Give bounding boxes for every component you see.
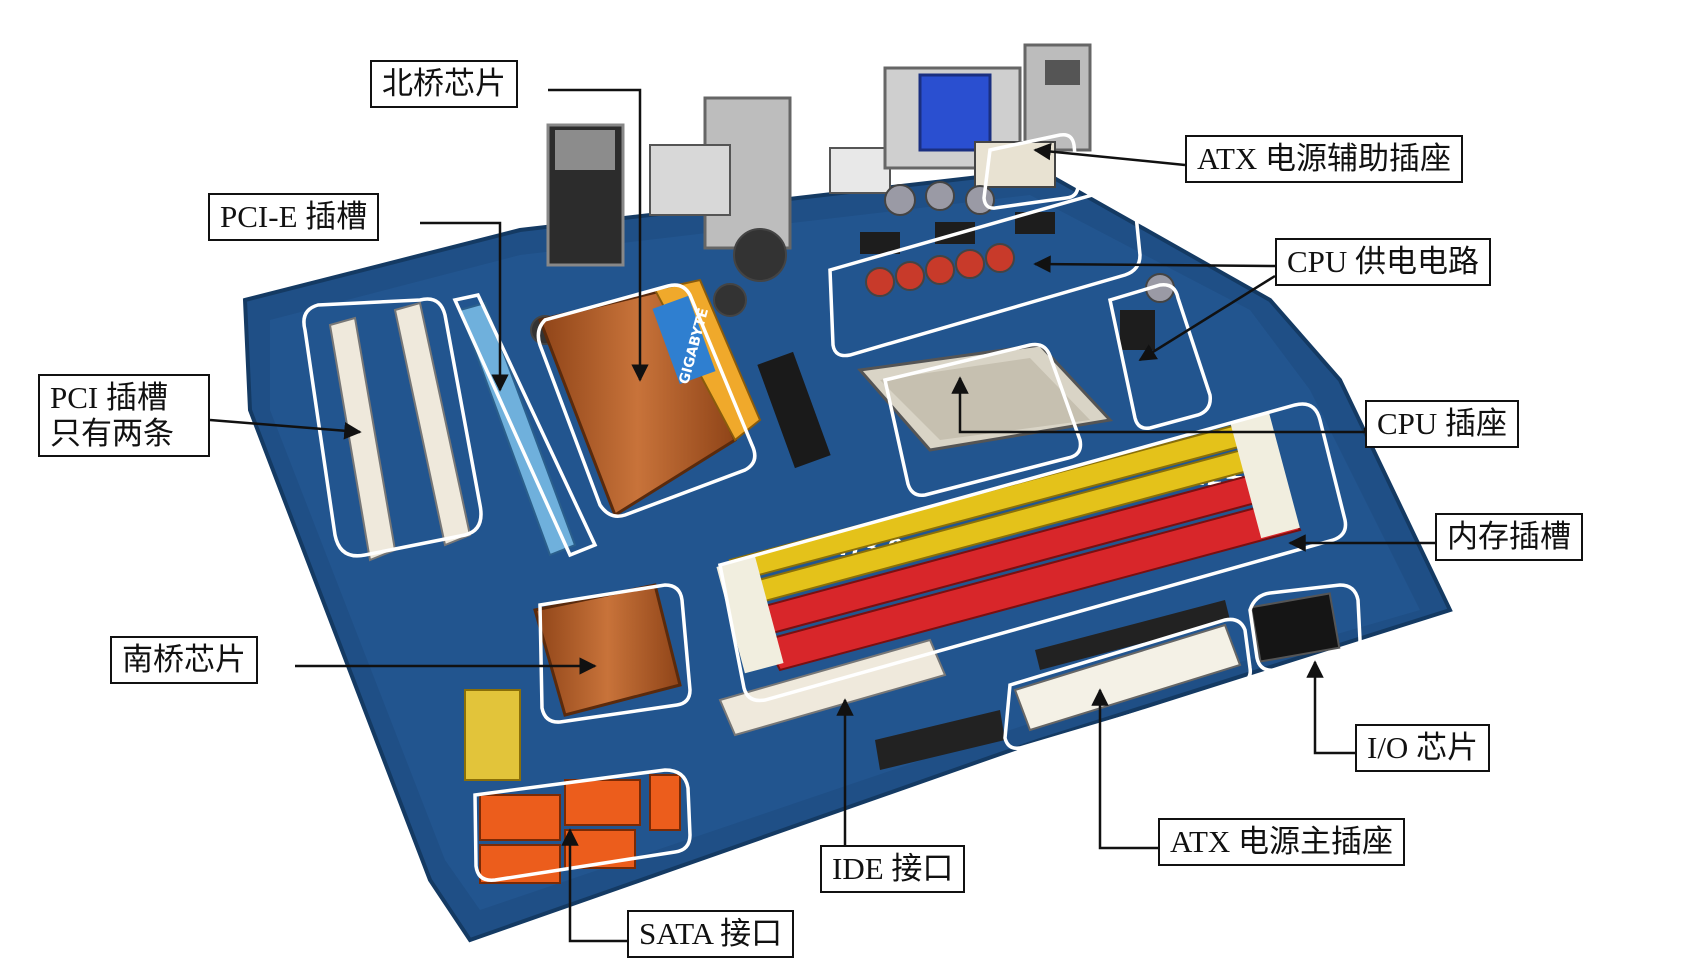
memory-slot-illustration xyxy=(716,411,1302,674)
label-pci-slot: PCI 插槽 只有两条 xyxy=(38,374,210,458)
label-southbridge: 南桥芯片 xyxy=(110,636,258,684)
highlight-outlines xyxy=(302,132,1362,882)
label-sata-interface: SATA 接口 xyxy=(627,910,795,958)
label-cpu-power-circuit: CPU 供电电路 xyxy=(1275,238,1492,286)
label-ide-interface: IDE 接口 xyxy=(820,845,966,893)
label-io-chip: I/O 芯片 xyxy=(1355,724,1491,772)
label-pcie-slot: PCI-E 插槽 xyxy=(208,193,380,241)
label-atx-main-power: ATX 电源主插座 xyxy=(1158,818,1406,866)
atx-main-connector-illustration xyxy=(1013,623,1242,732)
label-pci-slot-line1: PCI 插槽 xyxy=(50,380,168,415)
label-memory-slot: 内存插槽 xyxy=(1435,513,1583,561)
label-pci-slot-line2: 只有两条 xyxy=(50,415,174,451)
leader-lines xyxy=(209,88,1435,943)
rear-io-ports xyxy=(546,43,1092,267)
pcie-slot-illustration xyxy=(458,301,577,557)
label-atx-aux-power: ATX 电源辅助插座 xyxy=(1185,135,1464,183)
label-northbridge: 北桥芯片 xyxy=(370,60,518,108)
label-cpu-socket: CPU 插座 xyxy=(1365,400,1520,448)
mosfets xyxy=(860,212,1155,350)
